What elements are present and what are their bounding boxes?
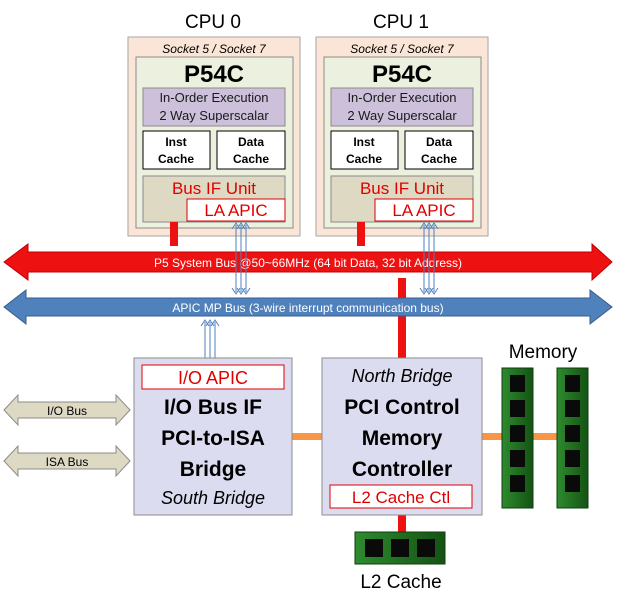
system-bus-arrow — [3, 242, 613, 282]
cpu-0-bus-if-label: Bus IF Unit — [172, 179, 256, 198]
io-apic-label: I/O APIC — [178, 368, 248, 388]
l2-cache-connector — [398, 508, 406, 532]
apic-bus-label: APIC MP Bus (3-wire interrupt communicat… — [172, 301, 443, 315]
south-bridge-name: South Bridge — [161, 488, 265, 508]
cpu-0-chip-name: P54C — [184, 61, 244, 88]
cpu-0-data-cache-line2: Cache — [233, 152, 269, 166]
memory-label: Memory — [509, 342, 578, 363]
cpu-0-inst-cache-line2: Cache — [158, 152, 194, 166]
l2-cache-ctl-label: L2 Cache Ctl — [352, 488, 450, 507]
isa-bus-arrow — [3, 444, 131, 478]
cpu-1-data-cache-line1: Data — [426, 135, 452, 149]
memory-chips — [510, 375, 580, 492]
cpu-1-exec-line1: In-Order Execution — [347, 90, 456, 105]
cpu-1-socket-label: Socket 5 / Socket 7 — [350, 42, 455, 56]
cpu-1-data-cache-line2: Cache — [421, 152, 457, 166]
cpu-1-bus-if-label: Bus IF Unit — [360, 179, 444, 198]
north-bridge: North Bridge PCI Control Memory Controll… — [321, 357, 483, 516]
cpu-0-apic-label: LA APIC — [204, 201, 267, 220]
bridge-link — [292, 433, 322, 440]
north-bridge-line3: Controller — [352, 458, 452, 481]
cpu-0-bus-connector — [170, 222, 178, 246]
cpu-1-title: CPU 1 — [373, 12, 429, 33]
cpu-1-inst-cache-line1: Inst — [353, 135, 374, 149]
system-bus-label: P5 System Bus @50~66MHz (64 bit Data, 32… — [154, 256, 462, 270]
cpu-1-exec-box — [330, 87, 474, 127]
cpu-1-apic-box — [374, 198, 474, 222]
south-bridge-line1: I/O Bus IF — [164, 396, 262, 419]
apic-bus: APIC MP Bus (3-wire interrupt communicat… — [3, 288, 613, 326]
cpu-0-exec-line2: 2 Way Superscalar — [159, 108, 269, 123]
memory-interlink — [533, 433, 557, 440]
cpu-0-exec-line1: In-Order Execution — [159, 90, 268, 105]
isa-bus-label: ISA Bus — [46, 455, 89, 469]
l2-cache-chips — [365, 539, 435, 557]
south-bridge-line3: Bridge — [180, 458, 247, 481]
north-bridge-line2: Memory — [362, 427, 443, 450]
north-bridge-bus-connector — [398, 278, 406, 358]
north-bridge-line1: PCI Control — [344, 396, 460, 419]
cpu-1: CPU 1 Socket 5 / Socket 7 P54C In-Order … — [315, 12, 489, 237]
io-bus-arrow — [3, 393, 131, 427]
cpu-1-apic-wires — [419, 222, 439, 295]
cpu-0-data-cache-line1: Data — [238, 135, 264, 149]
cpu-1-exec-line2: 2 Way Superscalar — [347, 108, 457, 123]
cpu-1-bus-connector — [357, 222, 365, 246]
south-bridge: I/O APIC I/O Bus IF PCI-to-ISA Bridge So… — [133, 357, 293, 516]
io-bus-label: I/O Bus — [47, 404, 87, 418]
cpu-0-inst-cache-line1: Inst — [165, 135, 186, 149]
cpu-0-inst-cache — [142, 130, 211, 170]
cpu-1-data-cache — [404, 130, 474, 170]
north-bridge-name: North Bridge — [351, 366, 452, 386]
l2-cache-ctl-box — [329, 484, 473, 509]
l2-cache-label: L2 Cache — [360, 572, 441, 593]
cpu-0-title: CPU 0 — [185, 12, 241, 33]
cpu-1-inst-cache — [330, 130, 399, 170]
cpu-0-data-cache — [216, 130, 286, 170]
io-apic-box — [141, 364, 285, 390]
memory-link — [480, 433, 502, 440]
south-bridge-line2: PCI-to-ISA — [161, 427, 265, 450]
cpu-0-socket-label: Socket 5 / Socket 7 — [162, 42, 267, 56]
apic-bus-arrow — [3, 288, 613, 326]
isa-bus: ISA Bus — [3, 444, 131, 478]
memory: Memory — [501, 342, 589, 509]
cpu-0-exec-box — [142, 87, 286, 127]
cpu-1-inst-cache-line2: Cache — [346, 152, 382, 166]
cpu-0-apic-wires — [231, 222, 251, 295]
io-apic-wires — [200, 319, 220, 365]
cpu-1-apic-label: LA APIC — [392, 201, 455, 220]
io-bus: I/O Bus — [3, 393, 131, 427]
system-bus: P5 System Bus @50~66MHz (64 bit Data, 32… — [3, 242, 613, 282]
l2-cache: L2 Cache — [354, 531, 446, 593]
cpu-0: CPU 0 Socket 5 / Socket 7 P54C In-Order … — [127, 12, 301, 237]
cpu-1-chip-name: P54C — [372, 61, 432, 88]
cpu-0-apic-box — [186, 198, 286, 222]
